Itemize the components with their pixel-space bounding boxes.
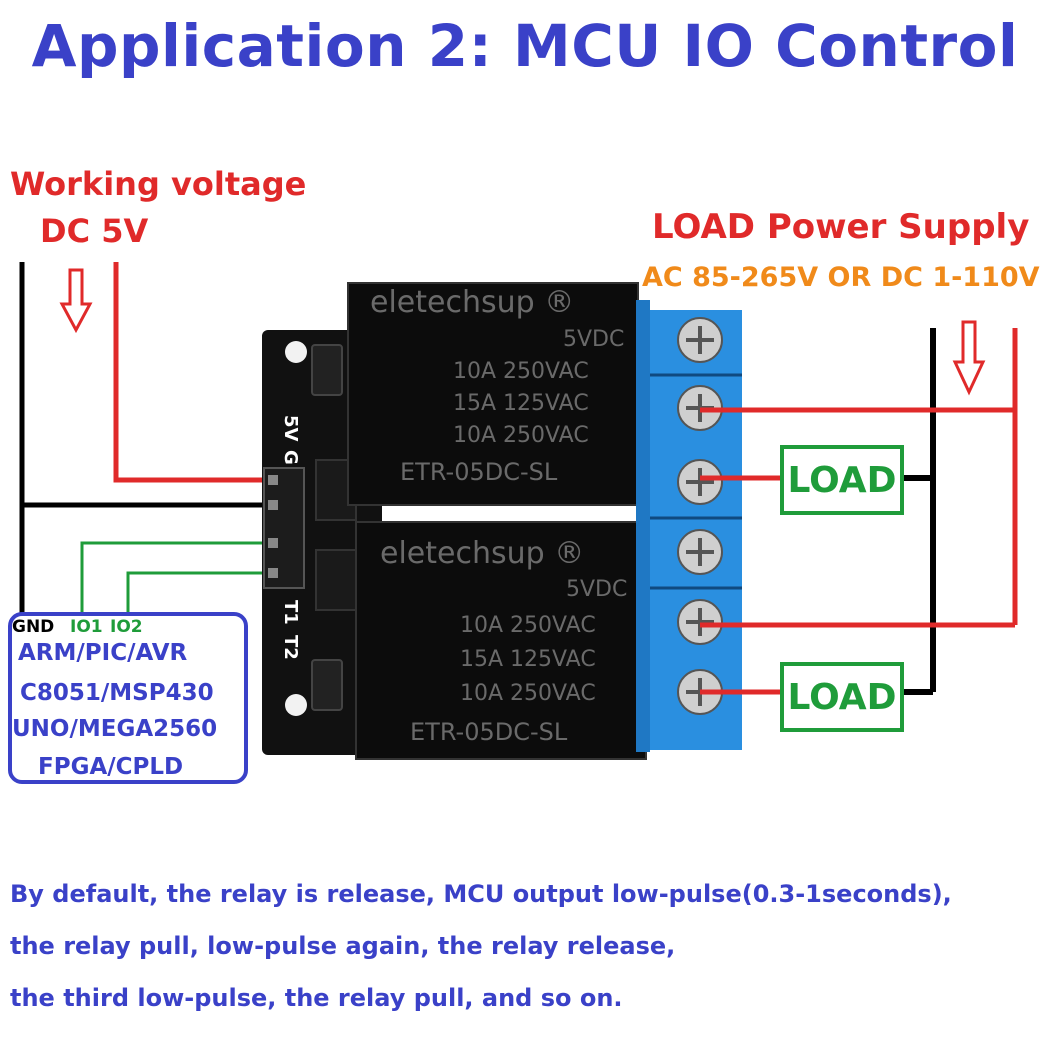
relay-2	[355, 521, 647, 760]
5v-wire	[113, 262, 270, 483]
down-arrow-icon	[952, 320, 986, 396]
page-title: Application 2: MCU IO Control	[31, 12, 1019, 80]
relay-1-model: ETR-05DC-SL	[400, 458, 558, 486]
component	[311, 659, 343, 711]
relay-2-line-2: 10A 250VAC	[460, 613, 596, 638]
note-line-1: By default, the relay is release, MCU ou…	[10, 880, 952, 908]
relay-1	[347, 282, 639, 506]
relay-1-line-4: 10A 250VAC	[453, 423, 589, 448]
mcu-pin-io2: IO2	[110, 617, 143, 637]
working-voltage-label: Working voltage	[10, 165, 307, 203]
pin-label-g: G	[280, 450, 301, 465]
note-line-2: the relay pull, low-pulse again, the rel…	[10, 932, 676, 960]
relay-1-line-1: 5VDC	[563, 327, 624, 352]
mcu-pin-io1: IO1	[70, 617, 103, 637]
mcu-platform: ARM/PIC/AVR	[18, 640, 188, 666]
relay-2-line-3: 15A 125VAC	[460, 647, 596, 672]
pin	[268, 500, 278, 510]
load-voltage-range: AC 85-265V OR DC 1-110V	[642, 262, 1040, 293]
pin-header	[263, 467, 305, 589]
relay-2-brand: eletechsup ®	[380, 536, 584, 571]
screw-icon	[677, 317, 723, 363]
mcu-box	[8, 612, 248, 784]
component	[315, 549, 357, 611]
io1-wire	[80, 541, 270, 615]
relay-2-line-4: 10A 250VAC	[460, 681, 596, 706]
pin-label-t1: T1	[280, 600, 301, 625]
mount-hole	[285, 341, 307, 363]
down-arrow-icon	[59, 268, 93, 334]
component	[311, 344, 343, 396]
pin-label-5v: 5V	[280, 415, 301, 442]
load-power-supply-label: LOAD Power Supply	[652, 207, 1030, 247]
working-voltage-value: DC 5V	[40, 212, 149, 250]
terminal-block-edge	[636, 300, 650, 752]
pin	[268, 538, 278, 548]
mcu-platform: UNO/MEGA2560	[12, 716, 218, 742]
mcu-platform: C8051/MSP430	[20, 680, 214, 706]
screw-icon	[677, 459, 723, 505]
io2-wire	[126, 571, 270, 615]
mcu-pin-gnd: GND	[12, 617, 55, 637]
load-box-2: LOAD	[780, 662, 904, 732]
relay-2-line-1: 5VDC	[566, 577, 627, 602]
screw-icon	[677, 529, 723, 575]
pin	[268, 568, 278, 578]
mount-hole	[285, 694, 307, 716]
relay-1-brand: eletechsup ®	[370, 285, 574, 320]
relay-2-model: ETR-05DC-SL	[410, 718, 568, 746]
load-box-1: LOAD	[780, 445, 904, 515]
relay-1-line-3: 15A 125VAC	[453, 391, 589, 416]
mcu-platform: FPGA/CPLD	[38, 754, 184, 780]
note-line-3: the third low-pulse, the relay pull, and…	[10, 984, 623, 1012]
pin-label-t2: T2	[280, 635, 301, 660]
relay-1-line-2: 10A 250VAC	[453, 359, 589, 384]
screw-icon	[677, 599, 723, 645]
pin	[268, 475, 278, 485]
